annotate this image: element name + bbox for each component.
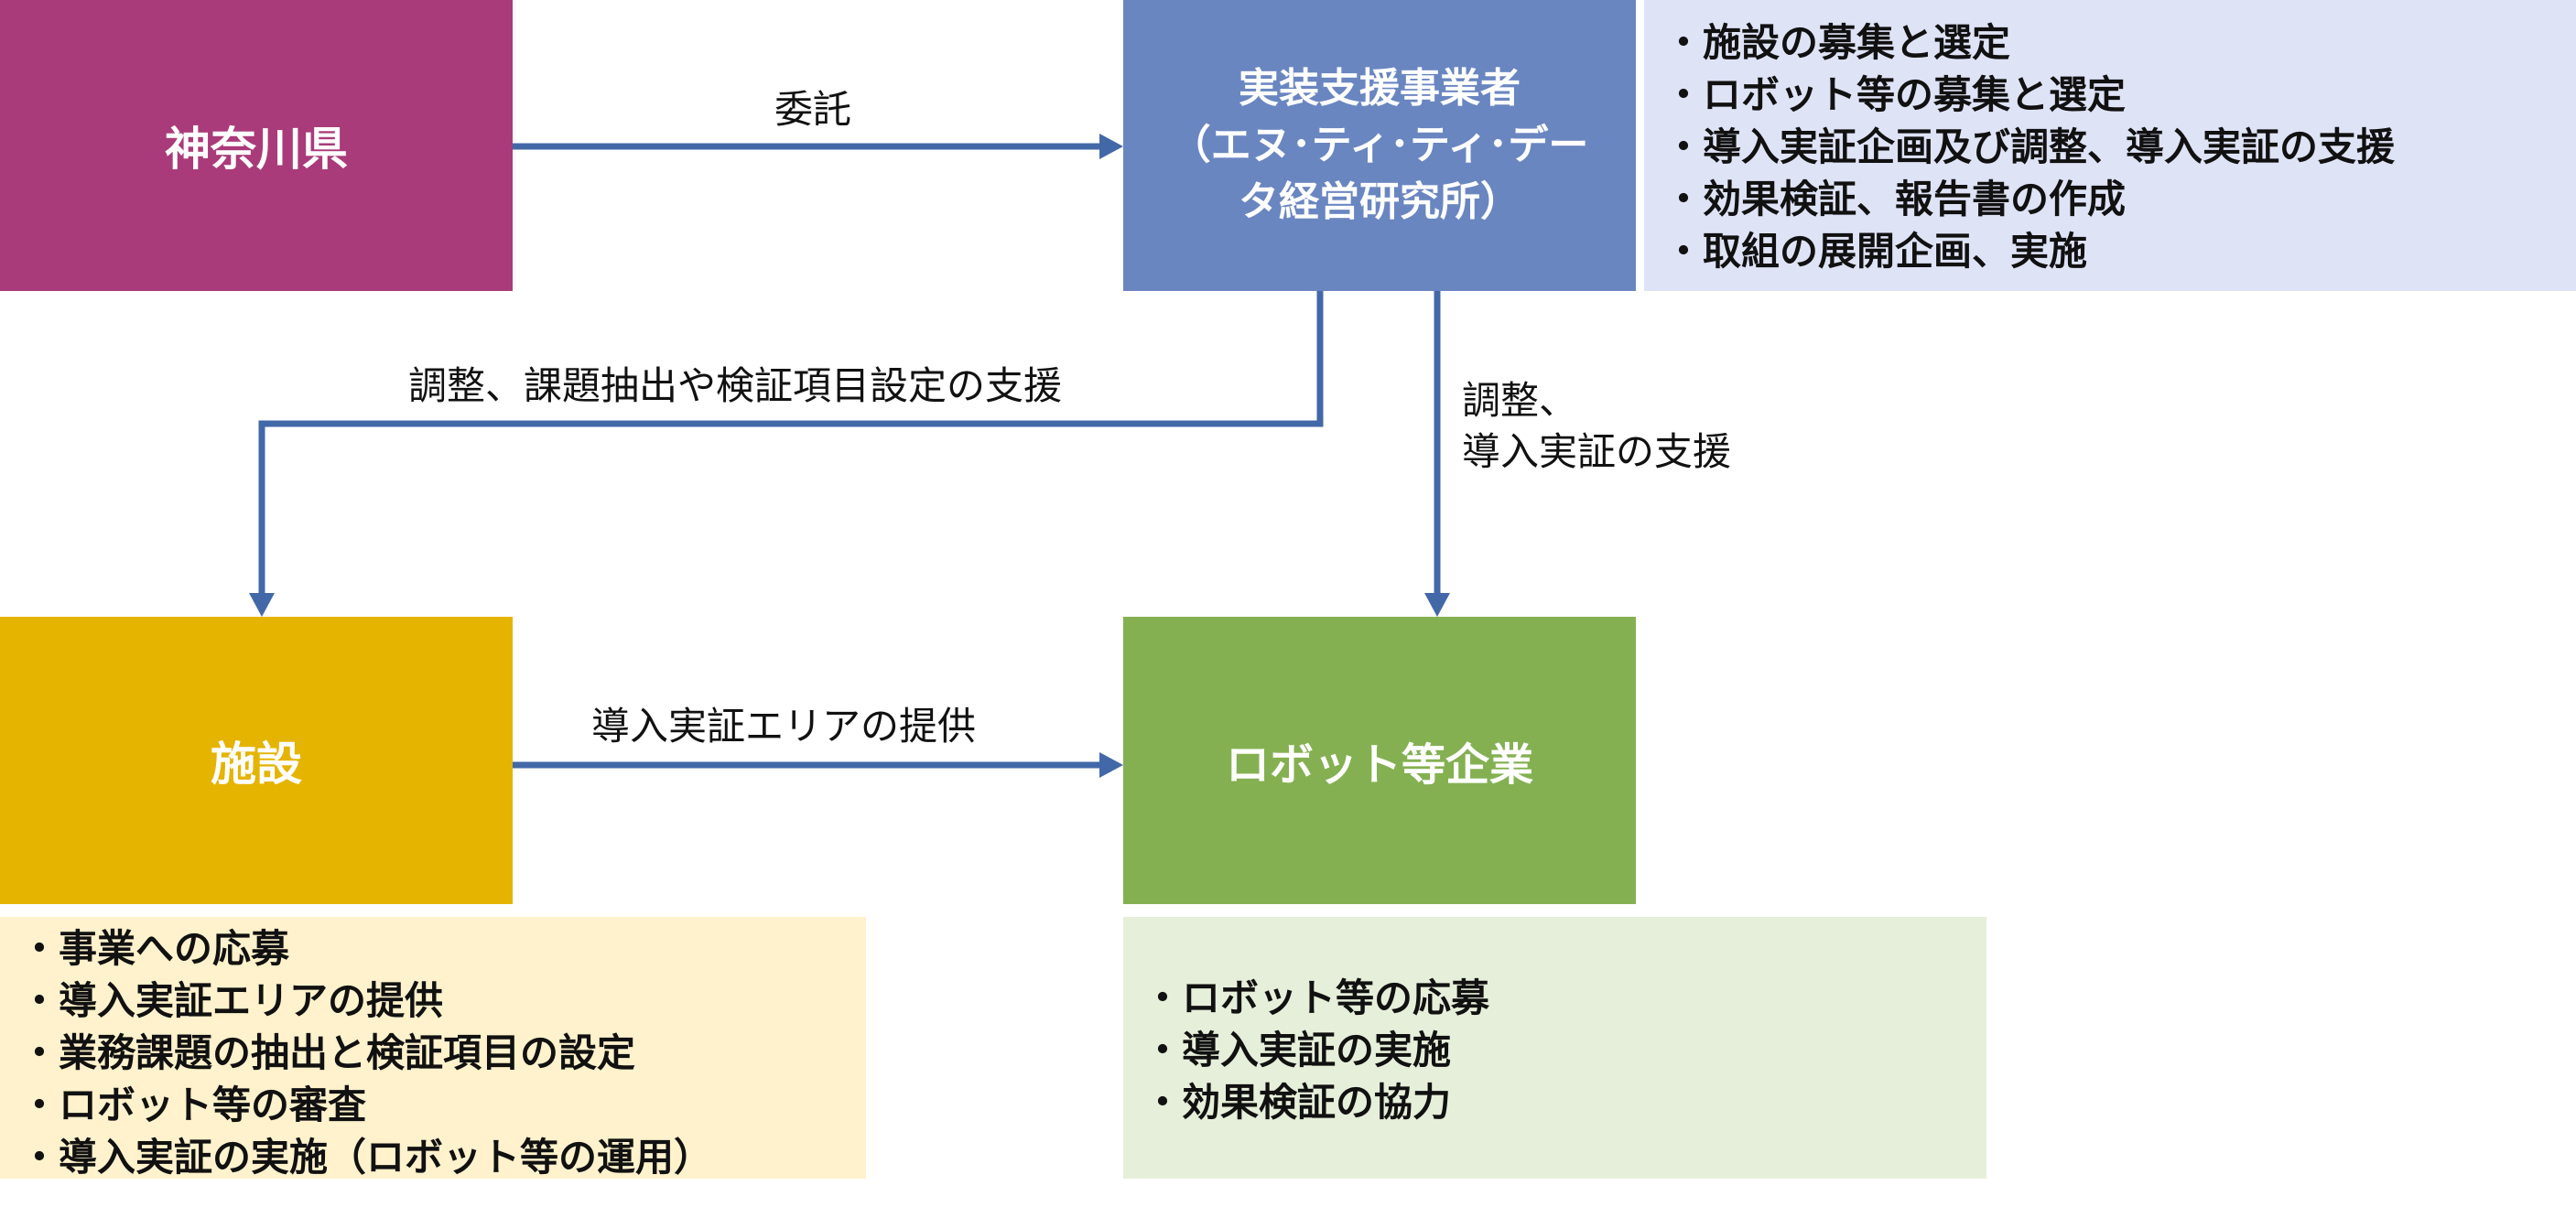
list-item: 業務課題の抽出と検証項目の設定 <box>20 1027 866 1079</box>
arrowhead-facility-to-robot <box>1099 752 1123 778</box>
node-robot-company-label: ロボット等企業 <box>1225 739 1533 791</box>
edge-label-support-to-robot: 調整、 導入実証の支援 <box>1462 375 1731 478</box>
arrowhead-support-to-robot <box>1424 593 1450 617</box>
list-item: 施設の募集と選定 <box>1664 16 2576 69</box>
node-robot-company: ロボット等企業 <box>1123 617 1636 904</box>
edge-label-facility-to-robot: 導入実証エリアの提供 <box>591 704 977 749</box>
list-item: ロボット等の審査 <box>20 1079 866 1131</box>
list-item: 導入実証エリアの提供 <box>20 975 866 1027</box>
node-implementation-support-provider: 実装支援事業者 （エヌ･ティ･ティ･デー タ経営研究所） <box>1123 0 1636 291</box>
arrow-support-to-facility <box>258 291 1324 602</box>
list-item: 導入実証の実施 <box>1143 1024 1986 1076</box>
support-name-line-1: 実装支援事業者 <box>1239 65 1521 112</box>
list-item: 事業への応募 <box>20 922 866 975</box>
arrowhead-support-to-facility <box>249 593 275 617</box>
node-facility-label: 施設 <box>211 738 302 791</box>
list-item: ロボット等の応募 <box>1143 972 1986 1024</box>
node-kanagawa-prefecture: 神奈川県 <box>0 0 513 291</box>
edge-label-support-to-robot-line-2: 導入実証の支援 <box>1462 429 1732 474</box>
support-name-line-2: （エヌ･ティ･ティ･デー <box>1170 122 1589 168</box>
list-item: 取組の展開企画、実施 <box>1664 225 2576 277</box>
edge-label-support-to-facility: 調整、課題抽出や検証項目設定の支援 <box>408 363 1063 408</box>
list-item: 効果検証の協力 <box>1143 1076 1986 1128</box>
support-name-line-3: タ経営研究所） <box>1239 178 1521 225</box>
list-item: ロボット等の募集と選定 <box>1664 69 2576 121</box>
facility-tasks: 事業への応募 導入実証エリアの提供 業務課題の抽出と検証項目の設定 ロボット等の… <box>0 917 866 1180</box>
list-item: 導入実証の実施（ロボット等の運用） <box>20 1131 866 1183</box>
list-item: 導入実証企画及び調整、導入実証の支援 <box>1664 121 2576 173</box>
support-provider-tasks: 施設の募集と選定 ロボット等の募集と選定 導入実証企画及び調整、導入実証の支援 … <box>1644 0 2576 291</box>
edge-label-support-to-robot-line-1: 調整、 <box>1462 378 1578 423</box>
edge-label-commission: 委託 <box>774 87 852 132</box>
node-facility: 施設 <box>0 617 513 904</box>
list-item: 効果検証、報告書の作成 <box>1664 173 2576 225</box>
arrowhead-commission <box>1099 134 1123 159</box>
node-kanagawa-label: 神奈川県 <box>165 123 348 176</box>
robot-company-tasks: ロボット等の応募 導入実証の実施 効果検証の協力 <box>1123 917 1986 1179</box>
